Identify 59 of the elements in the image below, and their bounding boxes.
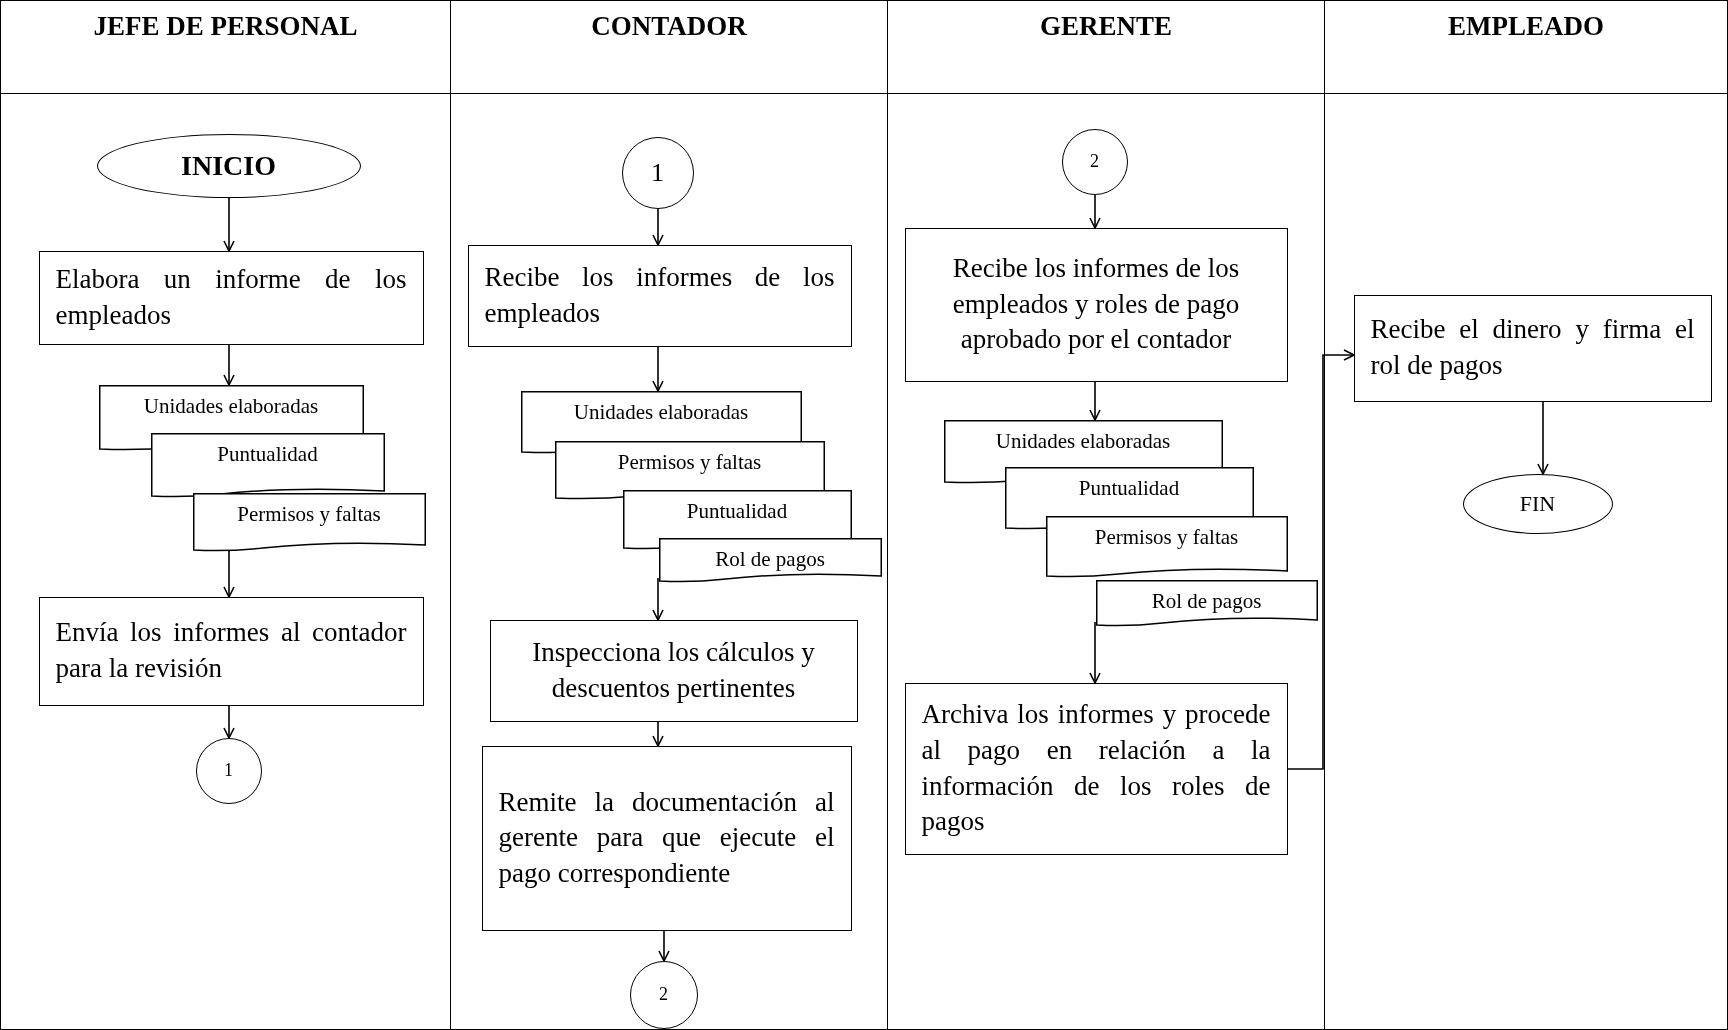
document-text: Puntualidad xyxy=(685,497,789,523)
document-symbol xyxy=(150,432,385,499)
process-text: Inspecciona los cálculos y descuentos pertinentes xyxy=(531,635,816,705)
document-text: Unidades elaboradas xyxy=(142,392,320,418)
document-symbol xyxy=(192,492,426,553)
document-text: Permisos y faltas xyxy=(616,448,763,474)
arrow xyxy=(652,346,664,392)
swimlane xyxy=(0,0,450,1030)
arrow xyxy=(1089,621,1101,684)
document-text: Rol de pagos xyxy=(714,545,826,571)
arrow xyxy=(652,208,664,246)
process-text: Archiva los informes y procede al pago en relación a la información de los roles de pagos xyxy=(921,698,1271,839)
document-text: Permisos y faltas xyxy=(1093,523,1240,549)
document-symbol xyxy=(1045,515,1288,579)
process-box xyxy=(38,596,424,706)
swimlane xyxy=(1324,0,1728,1030)
terminator-text: 1 xyxy=(224,760,233,781)
terminator-text: 1 xyxy=(651,157,664,188)
process-box xyxy=(904,682,1288,855)
terminator-text: 2 xyxy=(1090,151,1099,172)
document-text: Rol de pagos xyxy=(1150,587,1263,613)
process-text: Recibe los informes de los empleados y roles de pago aprobado por el contador xyxy=(951,252,1241,357)
terminator-text: FIN xyxy=(1519,490,1556,517)
terminator-text: INICIO xyxy=(181,149,276,182)
swimlane xyxy=(887,0,1324,1030)
lane-header: GERENTE xyxy=(1038,10,1173,42)
lane-header: EMPLEADO xyxy=(1447,10,1605,42)
document-symbol xyxy=(1095,579,1318,628)
arrow xyxy=(1537,401,1549,475)
process-box xyxy=(38,250,424,345)
process-text: Envía los informes al contador para la revisión xyxy=(55,616,407,685)
process-text: Recibe los informes de los empleados xyxy=(484,260,835,330)
lane-header: CONTADOR xyxy=(590,10,748,42)
swimlane xyxy=(450,0,887,1030)
arrow xyxy=(223,344,235,386)
document-text: Puntualidad xyxy=(216,440,319,466)
terminator-text: 2 xyxy=(659,984,668,1005)
arrow xyxy=(652,577,664,621)
arrow xyxy=(1287,349,1355,770)
arrow xyxy=(1089,381,1101,421)
arrow xyxy=(1089,194,1101,229)
process-text: Remite la documentación al gerente para que ejecute el pago correspondiente xyxy=(498,785,835,890)
process-text: Elabora un informe de los empleados xyxy=(55,262,407,332)
arrow xyxy=(223,705,235,739)
lane-header: JEFE DE PERSONAL xyxy=(92,10,359,42)
process-box xyxy=(481,745,852,931)
document-text: Puntualidad xyxy=(1077,474,1181,500)
process-box xyxy=(1353,294,1712,402)
document-text: Permisos y faltas xyxy=(236,500,382,526)
arrow xyxy=(658,930,670,962)
arrow xyxy=(223,197,235,252)
document-text: Unidades elaboradas xyxy=(994,427,1172,453)
process-text: Recibe el dinero y firma el rol de pagos xyxy=(1370,313,1695,382)
process-box xyxy=(467,244,852,347)
document-text: Unidades elaboradas xyxy=(572,398,750,424)
process-box xyxy=(489,619,858,722)
process-box xyxy=(904,227,1288,382)
document-symbol xyxy=(658,537,882,584)
arrow xyxy=(652,721,664,747)
